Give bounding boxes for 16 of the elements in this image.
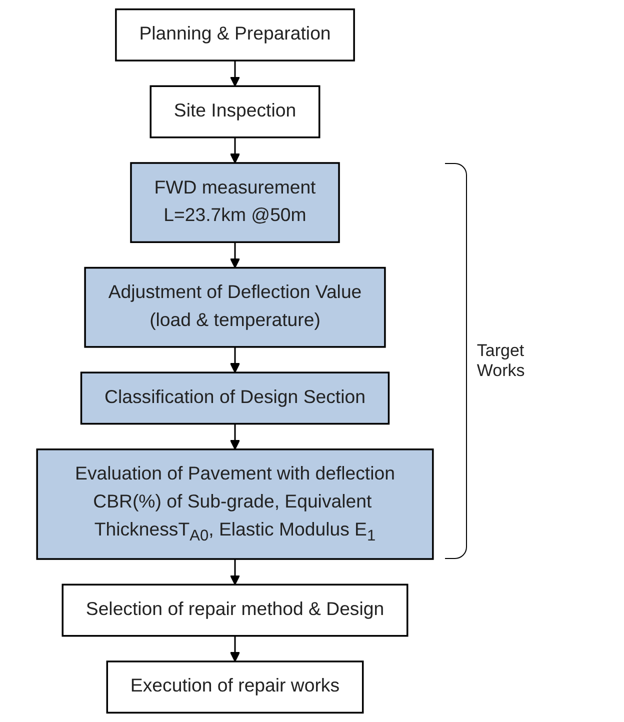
arrow (230, 424, 240, 450)
arrow (230, 60, 240, 87)
node-box: Adjustment of Deflection Value (load & temperature) (84, 266, 386, 348)
bracket-label: Target Works (476, 341, 526, 382)
node-box: Site Inspection (150, 85, 320, 138)
arrow (230, 346, 240, 373)
arrow (230, 636, 240, 662)
node-box: Planning & Preparation (115, 8, 355, 62)
node-box: Classification of Design Section (80, 372, 390, 425)
arrow (230, 242, 240, 268)
node-box: FWD measurement L=23.7km @50m (130, 162, 340, 244)
node-box: Execution of repair works (106, 660, 364, 714)
node-box: Evaluation of Pavement with deflection CBR(%) of Sub-grade, Equivalent ThicknessT$_{A0}$, Elastic Modulus E$_{1}$ (36, 448, 434, 560)
arrow (230, 559, 240, 586)
node-box: Selection of repair method & Design (62, 584, 408, 637)
arrow (230, 137, 240, 164)
